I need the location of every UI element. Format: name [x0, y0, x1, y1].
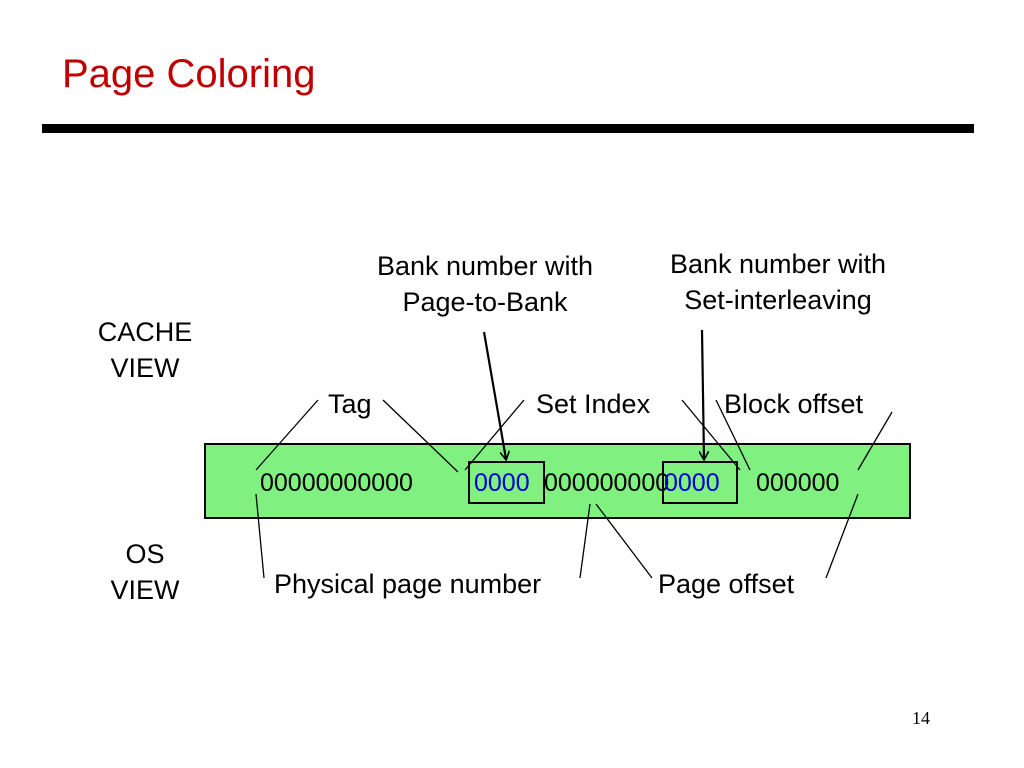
- os-view-label: OS VIEW: [90, 536, 200, 608]
- block-offset-bits: 000000: [756, 469, 840, 497]
- cache-view-line-2: VIEW: [110, 353, 180, 383]
- bank-set-interleaving-line-2: Set-interleaving: [684, 285, 872, 315]
- address-band: [204, 443, 911, 519]
- tag-right-bracket-line: [382, 399, 459, 473]
- os-view-line-1: OS: [125, 539, 165, 569]
- bank-set-interleaving-line-1: Bank number with: [669, 249, 887, 279]
- cache-view-label: CACHE VIEW: [80, 314, 210, 386]
- cache-view-line-1: CACHE: [97, 317, 193, 347]
- os-view-line-2: VIEW: [110, 575, 180, 605]
- page-offset-label: Page offset: [658, 569, 795, 599]
- physical-page-number-label: Physical page number: [274, 569, 542, 599]
- page-offset-left-bracket-line: [595, 503, 653, 579]
- title-underline: [42, 124, 974, 133]
- set-interleaving-highlight-box: [662, 461, 738, 504]
- set-interleaving-arrow: [702, 329, 704, 459]
- block-offset-left-bracket-line: [715, 399, 751, 471]
- page-offset-right-bracket-line: [825, 493, 859, 579]
- ppn-right-bracket-line: [579, 503, 591, 579]
- tag-left-bracket-line: [255, 399, 319, 471]
- bank-page-to-bank-line-1: Bank number with: [376, 251, 594, 281]
- page-to-bank-highlight-box: [468, 461, 545, 504]
- page-number: 14: [912, 708, 930, 728]
- bank-page-to-bank-label: Bank number with Page-to-Bank: [330, 248, 640, 320]
- tag-bits: 00000000000: [260, 469, 413, 497]
- set-index-label: Set Index: [536, 389, 651, 419]
- ppn-bank-bits: 0000: [474, 469, 530, 497]
- set-index-middle-bits: 000000000: [544, 469, 670, 497]
- slide-title: Page Coloring: [62, 52, 316, 96]
- tag-label: Tag: [328, 389, 372, 419]
- page-to-bank-arrow: [482, 331, 506, 459]
- set-bank-bits: 0000: [664, 469, 720, 497]
- block-offset-right-bracket-line: [857, 411, 893, 471]
- bank-set-interleaving-label: Bank number with Set-interleaving: [628, 246, 928, 318]
- set-index-right-bracket-line: [681, 399, 741, 471]
- ppn-left-bracket-line: [255, 493, 265, 579]
- set-index-left-bracket-line: [464, 399, 525, 471]
- bank-page-to-bank-line-2: Page-to-Bank: [402, 287, 568, 317]
- block-offset-label: Block offset: [724, 389, 864, 419]
